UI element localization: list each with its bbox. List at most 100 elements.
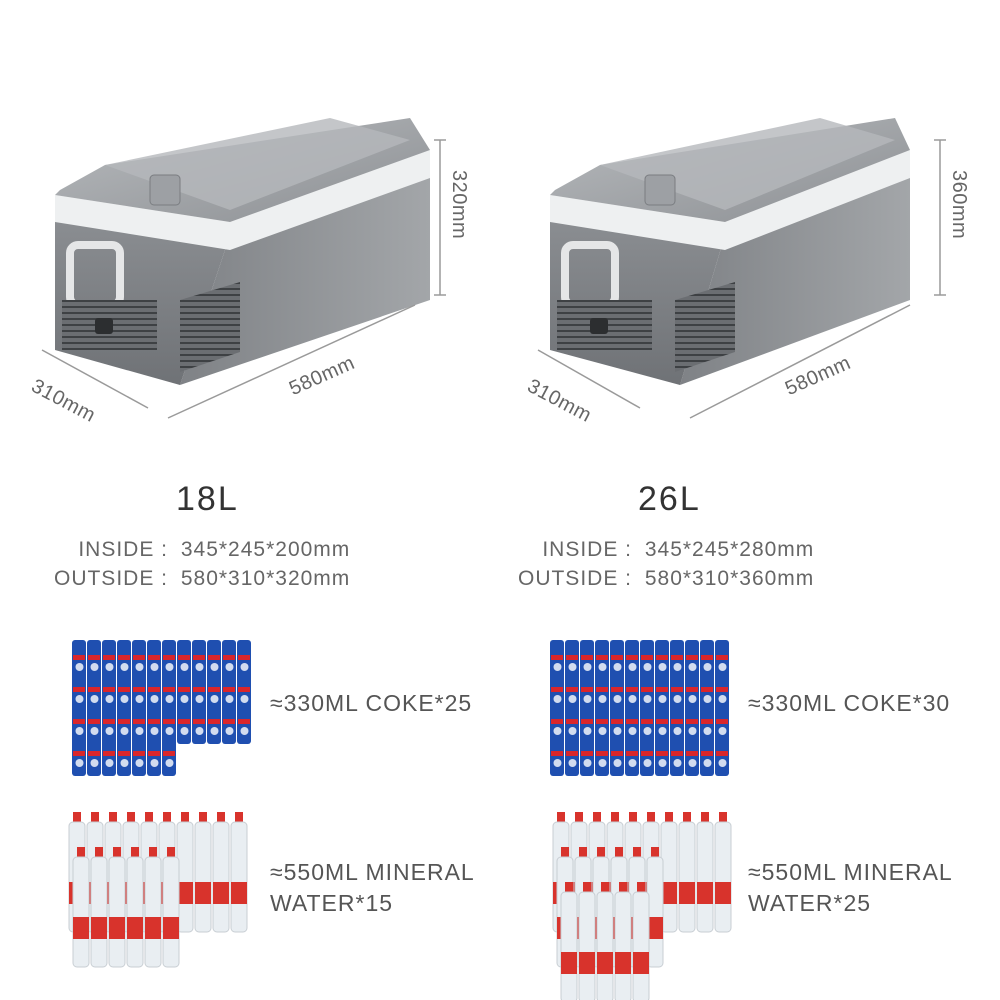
can: [222, 704, 236, 744]
bottle: [90, 847, 108, 968]
can: [640, 736, 654, 776]
can: [147, 640, 161, 680]
can: [595, 640, 609, 680]
can: [610, 672, 624, 712]
inside-value: 345*245*200mm: [180, 538, 351, 561]
capacity-18l: 18L: [176, 480, 239, 518]
can: [595, 704, 609, 744]
coke-cans-26l: [550, 640, 729, 776]
can: [685, 704, 699, 744]
can: [610, 640, 624, 680]
can: [580, 736, 594, 776]
can: [595, 736, 609, 776]
can: [565, 736, 579, 776]
water-line-1: ≈550ML MINERAL: [748, 859, 953, 885]
bottle: [678, 812, 696, 933]
can: [162, 704, 176, 744]
can: [192, 704, 206, 744]
can: [102, 736, 116, 776]
can: [102, 704, 116, 744]
outside-label: OUTSIDE :: [53, 567, 168, 590]
can: [72, 640, 86, 680]
can: [715, 640, 729, 680]
can: [685, 736, 699, 776]
can: [192, 640, 206, 680]
can: [72, 736, 86, 776]
fridge-18l: [55, 118, 430, 385]
can: [207, 640, 221, 680]
can: [162, 640, 176, 680]
bottle: [614, 882, 632, 1000]
spec-inside-18l: INSIDE : 345*245*200mm: [30, 538, 350, 562]
can: [550, 672, 564, 712]
bottle: [144, 847, 162, 968]
bottle: [714, 812, 732, 933]
can: [715, 672, 729, 712]
can: [102, 640, 116, 680]
can: [610, 736, 624, 776]
coke-cans-18l: [72, 640, 251, 776]
can: [670, 640, 684, 680]
bottle: [660, 812, 678, 933]
can: [685, 672, 699, 712]
coke-capacity-26l: ≈330ML COKE*30: [748, 690, 951, 716]
can: [117, 672, 131, 712]
can: [222, 640, 236, 680]
can: [580, 672, 594, 712]
bottle: [194, 812, 212, 933]
can: [655, 672, 669, 712]
can: [580, 640, 594, 680]
outside-value: 580*310*360mm: [644, 567, 815, 590]
can: [625, 704, 639, 744]
can: [132, 640, 146, 680]
bottle: [596, 882, 614, 1000]
bottle: [162, 847, 180, 968]
can: [715, 704, 729, 744]
can: [87, 736, 101, 776]
coke-capacity-18l: ≈330ML COKE*25: [270, 690, 473, 716]
can: [640, 704, 654, 744]
capacity-26l: 26L: [638, 480, 701, 518]
height-label-18l: 320mm: [448, 170, 470, 240]
bottle: [230, 812, 248, 933]
can: [117, 736, 131, 776]
can: [132, 704, 146, 744]
inside-label: INSIDE :: [78, 538, 168, 561]
inside-value: 345*245*280mm: [644, 538, 815, 561]
can: [87, 704, 101, 744]
can: [595, 672, 609, 712]
can: [670, 736, 684, 776]
can: [550, 736, 564, 776]
spec-outside-26l: OUTSIDE : 580*310*360mm: [494, 567, 814, 591]
dimension-lines-26l: [537, 139, 946, 419]
water-capacity-18l: ≈550ML MINERAL WATER*15: [270, 857, 475, 919]
can: [685, 640, 699, 680]
bottle: [72, 847, 90, 968]
can: [72, 704, 86, 744]
can: [117, 704, 131, 744]
can: [177, 640, 191, 680]
can: [670, 672, 684, 712]
fridge-26l: [550, 118, 910, 385]
can: [222, 672, 236, 712]
can: [132, 672, 146, 712]
can: [72, 672, 86, 712]
water-bottles-18l: [68, 812, 248, 968]
water-line-2: WATER*25: [748, 890, 872, 916]
can: [192, 672, 206, 712]
can: [237, 672, 251, 712]
can: [550, 640, 564, 680]
bottle: [578, 882, 596, 1000]
spec-outside-18l: OUTSIDE : 580*310*320mm: [30, 567, 350, 591]
can: [700, 736, 714, 776]
can: [715, 736, 729, 776]
can: [87, 640, 101, 680]
height-label-26l: 360mm: [948, 170, 970, 240]
can: [700, 704, 714, 744]
can: [87, 672, 101, 712]
can: [655, 704, 669, 744]
can: [117, 640, 131, 680]
can: [700, 640, 714, 680]
can: [670, 704, 684, 744]
